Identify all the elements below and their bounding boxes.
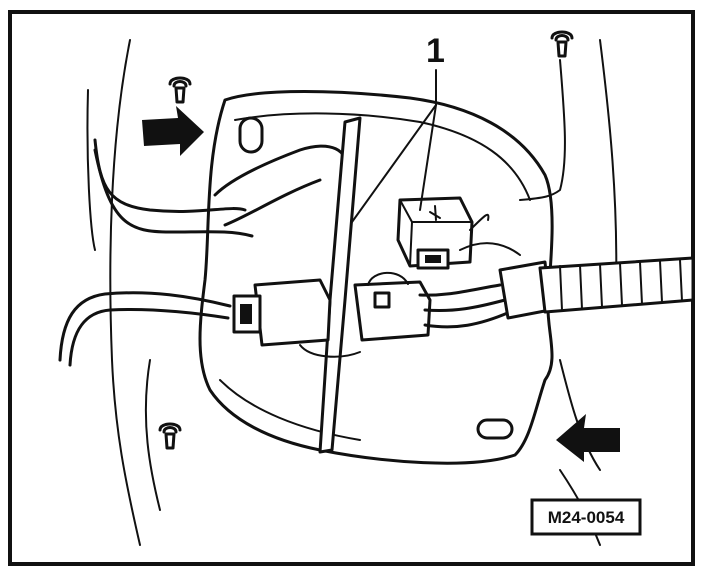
- reference-badge: M24-0054: [530, 498, 642, 536]
- arrow-right-icon: [142, 106, 204, 156]
- slot-hole-upper: [238, 116, 264, 154]
- mounting-plate: [198, 90, 554, 465]
- relay-block: [396, 196, 474, 270]
- callout-1: 1: [351, 32, 445, 223]
- reference-code: M24-0054: [548, 508, 625, 527]
- bolt-icon: [550, 30, 574, 58]
- cable-lower-left: [58, 291, 232, 367]
- callout-label: 1: [426, 32, 445, 70]
- body-panel-contours: [86, 39, 618, 546]
- connector-housing: [232, 271, 432, 358]
- slot-hole-lower: [476, 418, 514, 440]
- cable-upper-left: [93, 138, 348, 238]
- bolt-icon: [168, 76, 192, 104]
- bolt-icon: [158, 422, 182, 450]
- arrow-left-icon: [556, 414, 620, 462]
- corrugated-conduit: [538, 256, 695, 314]
